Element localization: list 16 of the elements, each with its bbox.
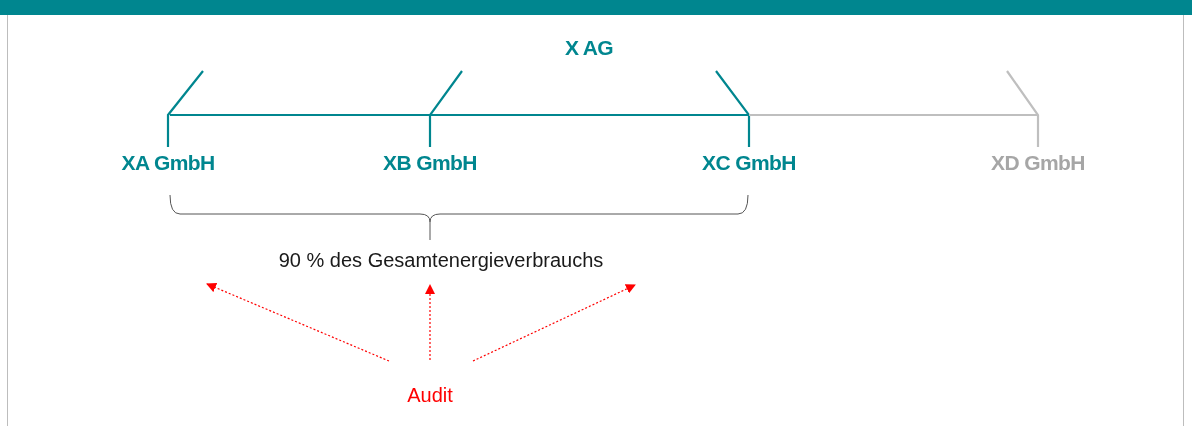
company-label: XA GmbH: [121, 151, 215, 175]
company-label: XC GmbH: [702, 151, 796, 175]
audit-label: Audit: [407, 383, 453, 407]
share-note: 90 % des Gesamtenergieverbrauchs: [278, 248, 604, 272]
connector-line: [166, 70, 204, 147]
arrow: [425, 284, 435, 361]
company-label: XB GmbH: [383, 151, 477, 175]
connector-line: [170, 113, 749, 117]
connector-line: [749, 113, 1038, 117]
arrow: [472, 284, 636, 362]
company-label: XD GmbH: [991, 151, 1085, 175]
company-label: X AG: [564, 36, 614, 60]
connector-line: [715, 70, 751, 147]
arrow: [206, 282, 390, 362]
connector-line: [1006, 70, 1040, 147]
connector-line: [428, 70, 463, 147]
